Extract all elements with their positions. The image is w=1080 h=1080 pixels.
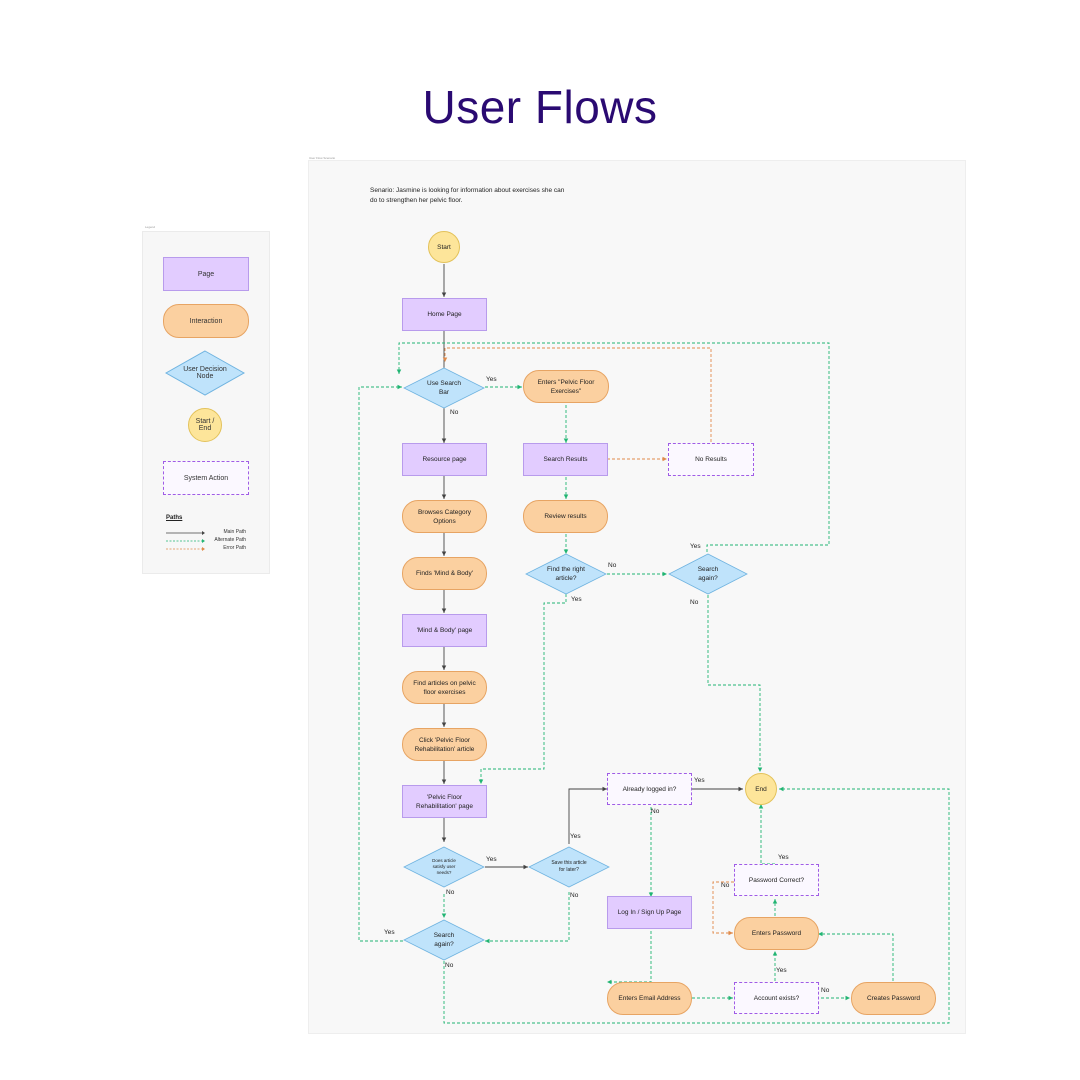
node-save-later-label: Save this article for later? — [551, 860, 587, 873]
node-use-search-bar: Use Search Bar — [403, 367, 485, 409]
node-find-right-article-label: Find the right article? — [547, 566, 585, 582]
legend-alternate-path-label: Alternate Path — [214, 537, 246, 543]
legend-page: Page — [163, 257, 249, 291]
node-find-articles: Find articles on pelvic floor exercises — [402, 671, 487, 704]
legend-main-path-label: Main Path — [223, 529, 246, 535]
node-search-results: Search Results — [523, 443, 608, 476]
node-find-right-article: Find the right article? — [525, 553, 607, 595]
edge-label-yes: Yes — [776, 967, 787, 974]
legend-error-path-label: Error Path — [223, 545, 246, 551]
edge-label-yes: Yes — [570, 833, 581, 840]
scenario-text: Senario: Jasmine is looking for informat… — [370, 187, 565, 204]
node-browses-category: Browses Category Options — [402, 500, 487, 533]
node-already-logged-in: Already logged in? — [607, 773, 692, 805]
node-review-results: Review results — [523, 500, 608, 533]
legend-error-path: Error Path — [166, 545, 246, 553]
node-save-later: Save this article for later? — [528, 846, 610, 888]
legend-decision-shape — [165, 350, 245, 396]
edge-label-yes: Yes — [571, 596, 582, 603]
page-title: User Flows — [422, 81, 658, 133]
edge-label-yes: Yes — [486, 376, 497, 383]
legend-paths-title: Paths — [166, 515, 183, 521]
node-creates-password: Creates Password — [851, 982, 936, 1015]
node-prh-page: 'Pelvic Floor Rehabilitation' page — [402, 785, 487, 818]
node-enters-password: Enters Password — [734, 917, 819, 950]
node-enters-pfe: Enters "Pelvic Floor Exercises" — [523, 370, 609, 403]
edge-label-yes: Yes — [384, 929, 395, 936]
node-search-again-bottom: Search again? — [403, 919, 485, 961]
edge-label-no: No — [446, 889, 455, 896]
node-click-prh: Click 'Pelvic Floor Rehabilitation' arti… — [402, 728, 487, 761]
edge-label-no: No — [651, 808, 660, 815]
node-login-signup-page: Log In / Sign Up Page — [607, 896, 692, 929]
edge-label-no: No — [721, 882, 730, 889]
edge-label-no: No — [570, 892, 579, 899]
legend-start-end: Start / End — [188, 408, 222, 442]
legend-decision-label: User Decision Node — [183, 366, 227, 380]
node-home-page: Home Page — [402, 298, 487, 331]
legend-panel: Legend Page Interaction User Decision No… — [142, 225, 270, 574]
node-search-again-right-label: Search again? — [697, 566, 719, 582]
legend-system-action: System Action — [163, 461, 249, 495]
node-password-correct: Password Correct? — [734, 864, 819, 896]
node-mind-body-page: 'Mind & Body' page — [402, 614, 487, 647]
node-satisfy-needs: Does article satisfy user needs? — [403, 846, 485, 888]
legend-panel-label: Legend — [145, 225, 156, 229]
node-finds-mind-body: Finds 'Mind & Body' — [402, 557, 487, 590]
legend-start-end-label: Start / End — [195, 418, 215, 432]
edge-label-no: No — [445, 962, 454, 969]
edge-label-yes: Yes — [690, 543, 701, 550]
edge-label-no: No — [608, 562, 617, 569]
flow-canvas: User Flow Scenario Senario: Jasmine is l… — [308, 156, 966, 1034]
edge-label-yes: Yes — [778, 854, 789, 861]
node-account-exists: Account exists? — [734, 982, 819, 1014]
edge-label-yes: Yes — [486, 856, 497, 863]
node-start: Start — [428, 231, 460, 263]
legend-decision: User Decision Node — [165, 350, 245, 396]
legend-interaction: Interaction — [163, 304, 249, 338]
node-end: End — [745, 773, 777, 805]
node-enters-email: Enters Email Address — [607, 982, 692, 1015]
edge-label-no: No — [690, 599, 699, 606]
flow-panel-label: User Flow Scenario — [309, 156, 336, 160]
node-use-search-bar-label: Use Search Bar — [427, 380, 461, 396]
node-no-results: No Results — [668, 443, 754, 476]
legend-alternate-path: Alternate Path — [166, 537, 246, 545]
node-satisfy-needs-label: Does article satisfy user needs? — [432, 858, 456, 875]
edge-label-no: No — [450, 409, 459, 416]
node-resource-page: Resource page — [402, 443, 487, 476]
edge-label-yes: Yes — [694, 777, 705, 784]
flow-connectors — [358, 264, 950, 1024]
edge-label-no: No — [821, 987, 830, 994]
legend-main-path: Main Path — [166, 529, 246, 537]
node-search-again-bottom-label: Search again? — [433, 932, 455, 948]
node-search-again-right: Search again? — [668, 553, 748, 595]
